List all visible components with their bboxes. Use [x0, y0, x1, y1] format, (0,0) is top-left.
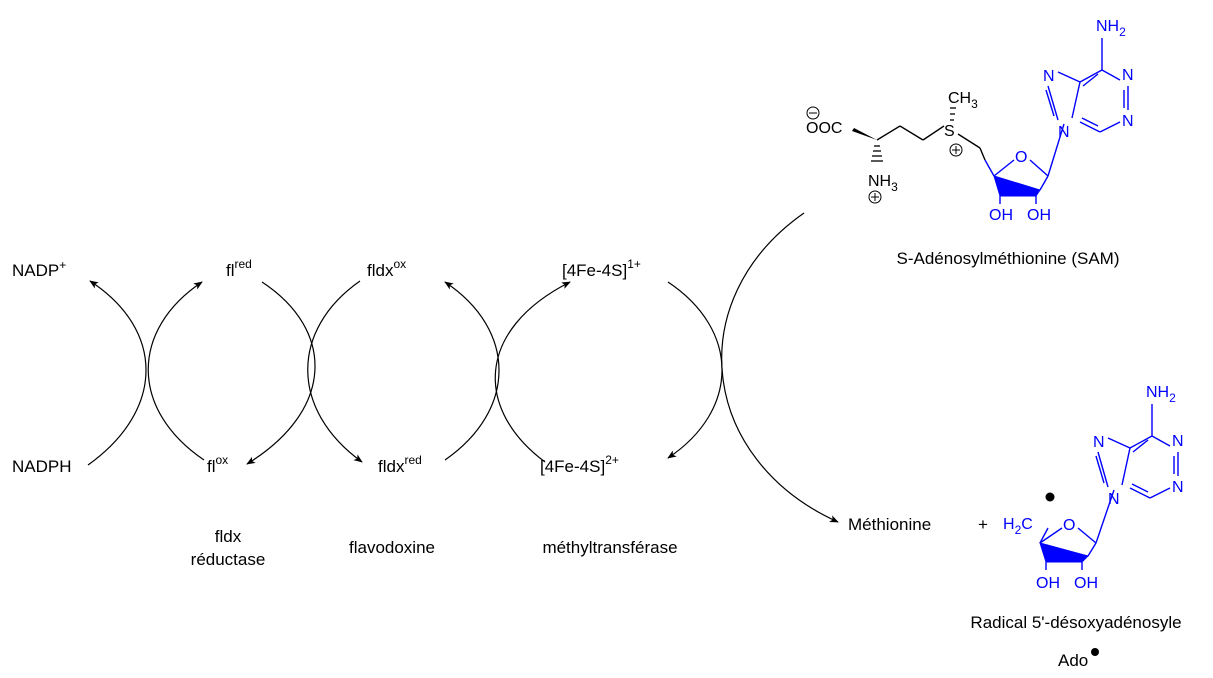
fl-red-label: flred: [226, 257, 252, 280]
fes-2plus-label: [4Fe-4S]2+: [540, 453, 619, 476]
sam-sulfur-label: S: [944, 123, 955, 140]
arrow-nadph-to-nadp: [87, 280, 147, 466]
arrow-flox-to-flred: [147, 281, 205, 461]
sam-adenine-n3: N: [1122, 113, 1134, 130]
sam-ammonium-label: NH3: [868, 173, 898, 194]
arrow-fes2-to-fes1: [494, 281, 571, 463]
sam-adenine-n7: N: [1043, 68, 1055, 85]
fes-1plus-label: [4Fe-4S]1+: [562, 257, 641, 280]
fldx-red-label: fldxred: [378, 453, 422, 476]
arrow-sam-to-products: [721, 212, 839, 523]
enzyme-fldx-reductase-line1: fldx: [215, 527, 242, 546]
sam-methyl-label: CH3: [948, 90, 978, 111]
sam-ribose-oxygen: O: [1015, 149, 1027, 166]
sam-caption: S-Adénosylméthionine (SAM): [897, 249, 1120, 268]
radical-ribose-oh-3: OH: [1074, 575, 1098, 592]
arrow-fldxox-to-fldxred: [307, 280, 363, 463]
radical-ribose-oh-2: OH: [1036, 575, 1060, 592]
fldx-ox-label: fldxox: [367, 257, 406, 280]
enzyme-fldx-reductase-line2: réductase: [191, 550, 266, 569]
radical-adenine-n7: N: [1093, 434, 1105, 451]
radical-amino-label: NH2: [1146, 384, 1176, 405]
enzyme-methyltransferase: méthyltransférase: [542, 538, 677, 557]
plus-sign: +: [978, 515, 988, 534]
sam-ribose-oh-3: OH: [1027, 207, 1051, 224]
sam-amino-label: NH2: [1096, 18, 1126, 39]
sam-ribose-oh-2: OH: [989, 207, 1013, 224]
fl-ox-label: flox: [207, 453, 228, 476]
radical-adenine-n1: N: [1172, 433, 1184, 450]
radical-ch2-label: H2C: [1003, 516, 1033, 537]
sam-adenine-n1: N: [1122, 67, 1134, 84]
radical-caption: Radical 5'-désoxyadénosyle: [970, 613, 1181, 632]
radical-ribose-oxygen: O: [1063, 517, 1075, 534]
arrow-flred-to-flox: [246, 281, 316, 465]
nadph-label: NADPH: [12, 457, 72, 476]
sam-adenine-n9: N: [1058, 124, 1070, 141]
arrow-fldxred-to-fldxox: [444, 281, 500, 461]
enzyme-flavodoxine: flavodoxine: [349, 538, 435, 557]
radical-adenine-n3: N: [1172, 479, 1184, 496]
sam-structure: OOC NH3 S CH3: [806, 18, 1134, 224]
radical-adenine-n9: N: [1108, 491, 1120, 508]
sam-carboxylate-label: OOC: [806, 120, 842, 137]
radical-dot: [1045, 492, 1055, 502]
methionine-label: Méthionine: [848, 515, 931, 534]
ado-radical-dot: [1091, 648, 1099, 656]
deoxyadenosyl-radical-structure: H2C O OH OH N N NH2 N N: [1003, 384, 1184, 592]
ado-label: Ado: [1058, 651, 1088, 670]
nadp-plus-label: NADP+: [12, 258, 66, 280]
arrow-fes1-to-fes2: [667, 281, 723, 459]
